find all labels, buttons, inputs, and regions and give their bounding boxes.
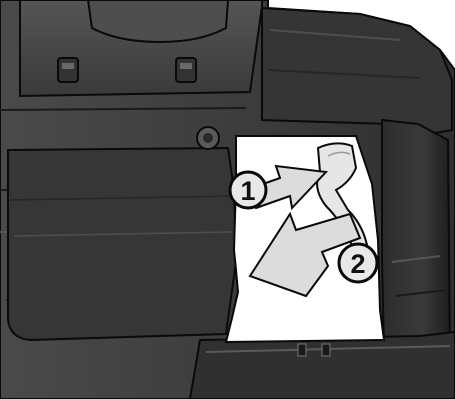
cover-latch-left: [58, 58, 78, 82]
callout-2-number: 2: [350, 249, 365, 279]
cover-latch-right: [176, 58, 196, 82]
housing-screw-icon: [197, 127, 219, 149]
callout-1-number: 1: [240, 176, 255, 206]
side-panel: [8, 148, 236, 340]
callout-1: 1: [230, 172, 266, 208]
callout-2: 2: [339, 244, 377, 282]
